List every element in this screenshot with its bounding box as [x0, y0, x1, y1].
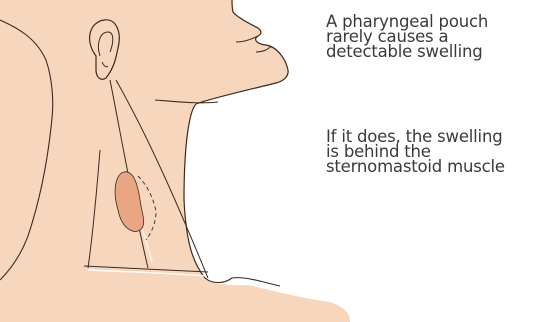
caption-rarity: A pharyngeal pouch rarely causes a detec…: [326, 14, 546, 59]
caption-rarity-line-3: detectable swelling: [326, 44, 546, 59]
caption-location: If it does, the swelling is behind the s…: [326, 129, 546, 174]
caption-location-line-3: sternomastoid muscle: [326, 159, 546, 174]
